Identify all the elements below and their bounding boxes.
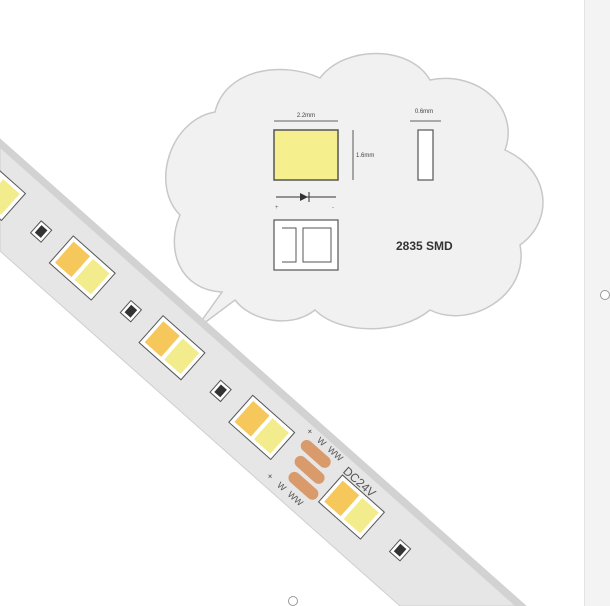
resistor-body xyxy=(124,304,138,318)
warm-led xyxy=(324,480,360,517)
pad-label: + xyxy=(305,426,316,437)
depth-label: 0.6mm xyxy=(415,109,433,115)
led-top-view xyxy=(273,129,339,181)
cool-led xyxy=(253,418,289,454)
resistor-body xyxy=(34,225,48,238)
height-label: 1.6mm xyxy=(356,153,374,159)
resistor-body xyxy=(214,384,227,398)
led-dimension-diagram: 2.2mm 1.6mm 0.6mm + - 2835 SMD xyxy=(273,109,453,271)
solder-pad xyxy=(300,439,331,468)
side-panel xyxy=(584,0,610,606)
warm-led xyxy=(234,400,270,437)
resistor-body xyxy=(393,543,407,557)
diode-symbol-icon xyxy=(276,192,336,202)
speech-bubble xyxy=(165,52,544,331)
cool-led xyxy=(0,179,20,215)
cathode-label: - xyxy=(332,205,334,211)
circle-marker xyxy=(600,290,610,300)
led-strip-edge xyxy=(0,139,526,606)
warm-led xyxy=(55,241,91,278)
solder-pad xyxy=(288,471,319,500)
circle-marker xyxy=(288,596,298,606)
cool-led xyxy=(164,338,200,375)
led-side-view xyxy=(417,129,434,181)
warm-led xyxy=(144,321,180,357)
solder-pad xyxy=(294,455,325,484)
cool-led xyxy=(74,258,110,295)
anode-label: + xyxy=(275,205,279,211)
width-label: 2.2mm xyxy=(297,113,315,119)
pad-label: + xyxy=(265,471,276,482)
model-label: 2835 SMD xyxy=(396,239,453,253)
cool-led xyxy=(343,497,379,534)
